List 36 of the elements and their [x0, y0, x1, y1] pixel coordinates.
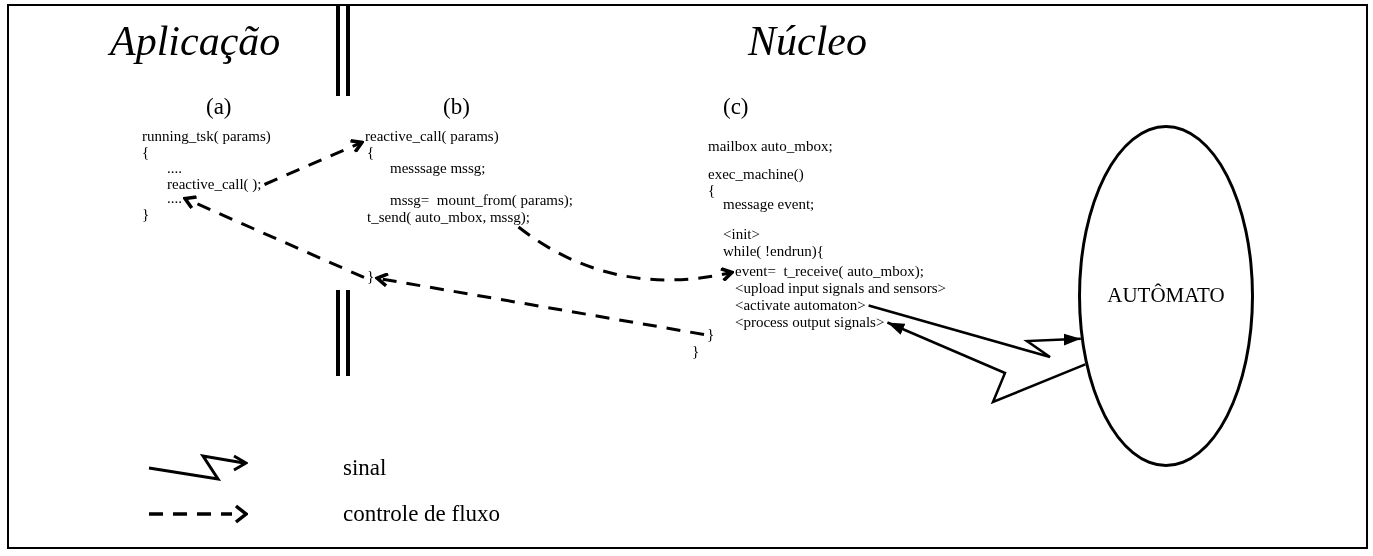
code-line: .... [167, 160, 182, 177]
flow-control-arrow [375, 272, 705, 336]
node-label: AUTÔMATO [1107, 282, 1225, 310]
code-line: t_send( auto_mbox, mssg); [367, 209, 530, 226]
code-line: while( !endrun){ [723, 243, 824, 260]
code-line: <process output signals> [735, 314, 885, 331]
flow-control-arrow [517, 225, 734, 282]
code-line: reactive_call( ); [167, 176, 262, 193]
flow-control-arrow [263, 139, 364, 186]
flow-control-arrow [183, 195, 365, 279]
code-line: running_tsk( params) [142, 128, 271, 145]
code-line: { [367, 144, 375, 161]
code-line: { [708, 182, 716, 199]
panel-label: (a) [206, 94, 232, 120]
code-line: messsage mssg; [390, 160, 486, 177]
legend-label: sinal [343, 453, 387, 482]
code-line: } [367, 268, 375, 285]
code-line: reactive_call( params) [365, 128, 499, 145]
panel-label: (b) [443, 94, 470, 120]
code-line: } [142, 206, 150, 223]
code-line: { [142, 144, 150, 161]
code-line: } [707, 326, 715, 343]
code-line: message event; [723, 196, 815, 213]
code-line: mssg= mount_from( params); [390, 192, 574, 209]
code-line: .... [167, 190, 182, 207]
code-line: <init> [723, 226, 760, 243]
code-line: exec_machine() [708, 166, 804, 183]
code-line: <upload input signals and sensors> [735, 280, 947, 297]
signal-arrow [886, 321, 1086, 405]
code-line: <activate automaton> [735, 297, 866, 314]
code-line: mailbox auto_mbox; [708, 138, 833, 155]
section-heading: Núcleo [748, 17, 867, 66]
legend-label: controle de fluxo [343, 499, 501, 528]
code-line: } [692, 343, 700, 360]
code-line: event= t_receive( auto_mbox); [735, 263, 924, 280]
panel-label: (c) [723, 94, 749, 120]
